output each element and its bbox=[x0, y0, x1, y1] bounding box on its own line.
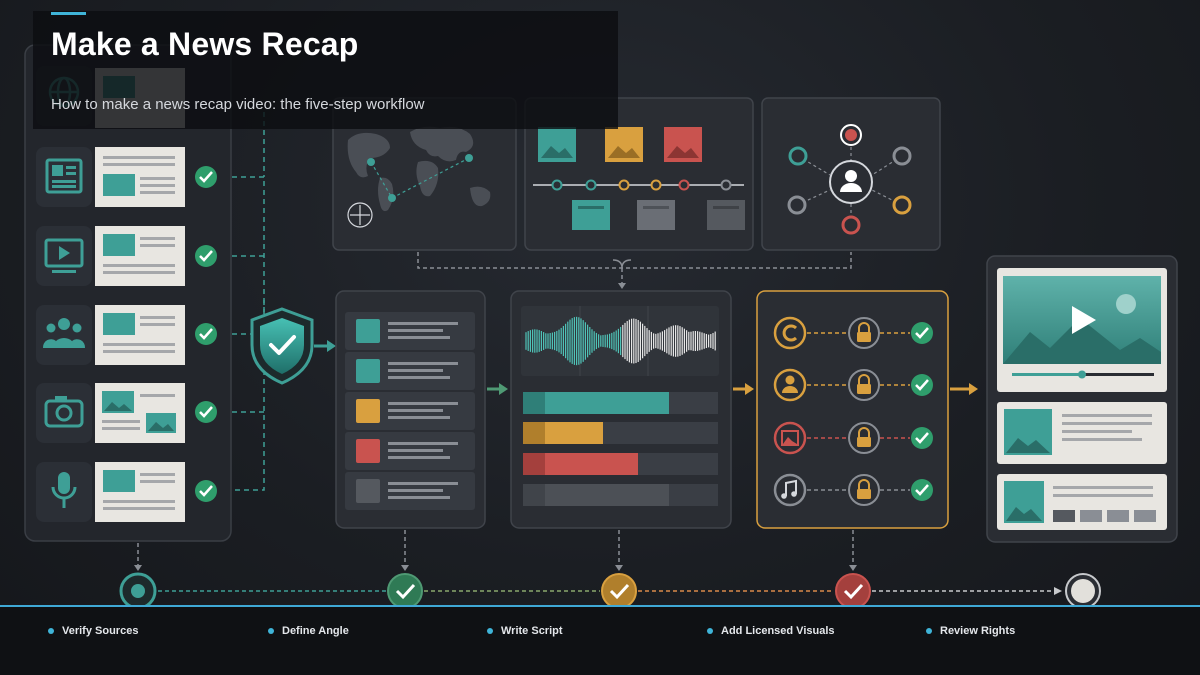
step-label-text: Add Licensed Visuals bbox=[721, 625, 835, 637]
check-icon bbox=[195, 166, 217, 188]
play-icon bbox=[1072, 306, 1096, 334]
newspaper-icon bbox=[45, 158, 83, 194]
step-connectors bbox=[137, 530, 1055, 592]
camera-icon bbox=[44, 396, 84, 428]
check-icon bbox=[195, 245, 217, 267]
script-bar bbox=[523, 422, 718, 444]
check-icon bbox=[195, 401, 217, 423]
video-icon bbox=[44, 238, 84, 273]
arrow-icon bbox=[314, 340, 336, 352]
step-label-text: Verify Sources bbox=[62, 625, 139, 637]
check-icon bbox=[195, 323, 217, 345]
bullet-icon bbox=[48, 628, 54, 634]
source-row-newspaper bbox=[36, 147, 185, 207]
step-label-add-licensed-visuals: Add Licensed Visuals bbox=[707, 625, 835, 637]
output-panel bbox=[986, 255, 1178, 543]
output-card bbox=[997, 474, 1167, 530]
step-label-verify-sources: Verify Sources bbox=[48, 625, 138, 637]
source-row-microphone bbox=[36, 462, 185, 522]
source-row-people bbox=[36, 305, 185, 365]
bullet-icon bbox=[487, 628, 493, 634]
arrow-icon bbox=[733, 383, 754, 395]
lock-icon bbox=[848, 474, 880, 506]
check-icon bbox=[911, 427, 933, 449]
list-item bbox=[345, 352, 475, 390]
bullet-icon bbox=[268, 628, 274, 634]
check-icon bbox=[911, 479, 933, 501]
compass-icon bbox=[347, 202, 373, 228]
step-label-text: Write Script bbox=[501, 625, 563, 637]
licensed-visuals-panel bbox=[756, 290, 949, 529]
source-row-camera bbox=[36, 383, 185, 443]
bullet-icon bbox=[707, 628, 713, 634]
step-labels-bar bbox=[0, 605, 1200, 675]
check-icon bbox=[195, 480, 217, 502]
map-panel bbox=[332, 97, 517, 251]
page-title: Make a News Recap bbox=[51, 26, 359, 62]
list-item bbox=[345, 432, 475, 470]
script-bar bbox=[523, 453, 718, 475]
output-card bbox=[997, 402, 1167, 464]
bullet-icon bbox=[926, 628, 932, 634]
page-subtitle: How to make a news recap video: the five… bbox=[51, 96, 425, 113]
step-marker-visuals bbox=[835, 573, 871, 609]
top-bracket bbox=[417, 252, 852, 269]
check-icon bbox=[911, 374, 933, 396]
step-label-text: Review Rights bbox=[940, 625, 1016, 637]
title-accent bbox=[51, 12, 86, 15]
check-icon bbox=[911, 322, 933, 344]
image-icon bbox=[664, 127, 702, 162]
music-icon bbox=[773, 473, 807, 507]
image-icon bbox=[572, 200, 610, 230]
step-label-write-script: Write Script bbox=[487, 625, 563, 637]
source-checks bbox=[195, 166, 217, 502]
script-bar bbox=[523, 392, 718, 414]
source-connectors bbox=[232, 112, 265, 491]
script-bar bbox=[523, 484, 718, 506]
step-marker-angle bbox=[387, 573, 423, 609]
lock-icon bbox=[848, 422, 880, 454]
people-icon bbox=[42, 318, 86, 348]
arrow-icon bbox=[950, 383, 978, 395]
step-label-text: Define Angle bbox=[282, 625, 349, 637]
copyright-icon bbox=[773, 316, 807, 350]
source-row-video bbox=[36, 226, 185, 286]
lock-icon bbox=[848, 317, 880, 349]
timeline-panel bbox=[524, 97, 754, 251]
audio-waveform bbox=[525, 316, 716, 366]
microphone-icon bbox=[51, 472, 77, 508]
step-marker-rights bbox=[1065, 573, 1101, 609]
arrow-icon bbox=[487, 383, 508, 395]
lock-icon bbox=[848, 369, 880, 401]
step-label-review-rights: Review Rights bbox=[926, 625, 1015, 637]
script-panel bbox=[510, 290, 732, 529]
person-icon bbox=[773, 368, 807, 402]
list-item bbox=[345, 472, 475, 510]
image-icon bbox=[605, 127, 643, 162]
image-icon bbox=[637, 200, 675, 230]
image-icon bbox=[707, 200, 745, 230]
list-item bbox=[345, 312, 475, 350]
list-item bbox=[345, 392, 475, 430]
image-icon bbox=[538, 127, 576, 162]
shield-icon bbox=[250, 307, 314, 385]
title-card bbox=[33, 11, 618, 129]
angle-panel bbox=[335, 290, 486, 529]
step-label-define-angle: Define Angle bbox=[268, 625, 349, 637]
image-icon bbox=[773, 421, 807, 455]
step-marker-verify bbox=[119, 572, 157, 610]
step-marker-script bbox=[601, 573, 637, 609]
video-preview bbox=[997, 268, 1167, 392]
person-icon bbox=[829, 160, 873, 204]
network-panel bbox=[761, 97, 941, 251]
